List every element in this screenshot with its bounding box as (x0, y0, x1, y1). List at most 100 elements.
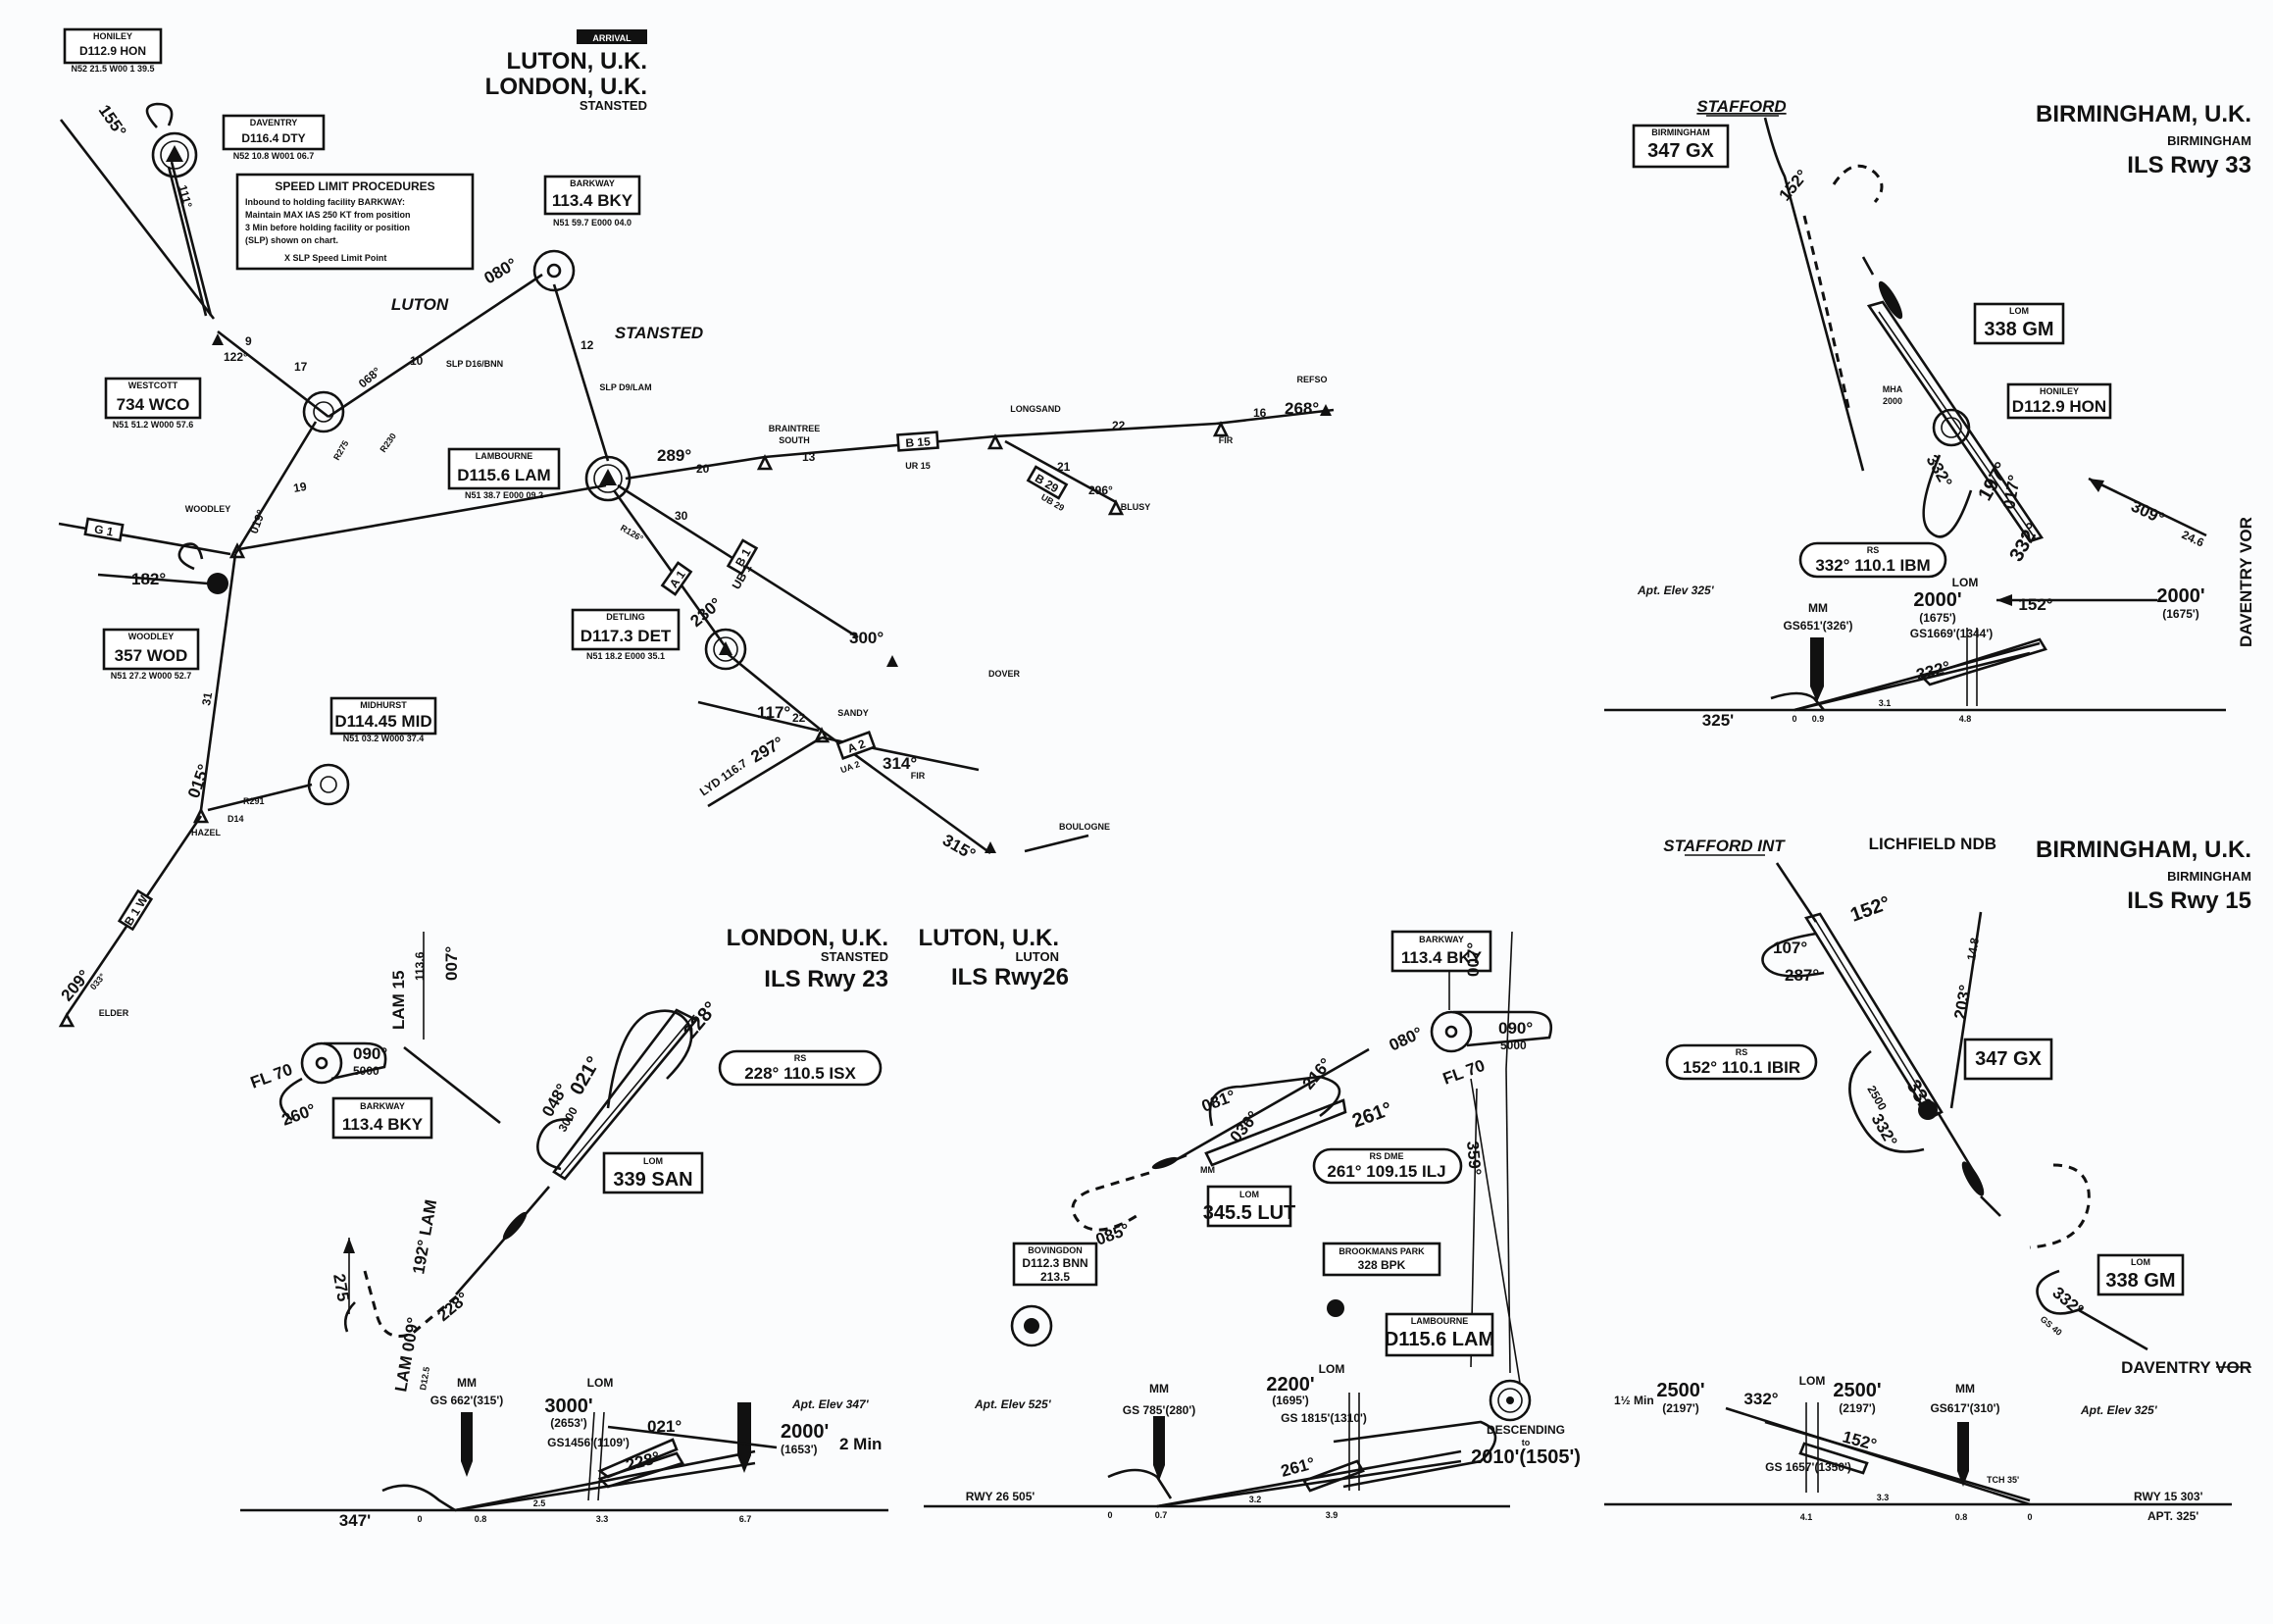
bovingdon-vor-icon (1010, 1304, 1053, 1347)
svg-text:(2653'): (2653') (550, 1416, 587, 1430)
svg-text:2000: 2000 (1883, 396, 1902, 406)
label-fir-1: FIR (1219, 435, 1234, 445)
svg-text:RS: RS (1867, 545, 1880, 555)
braintree-fix-icon (756, 454, 774, 471)
svg-text:Apt. Elev 347': Apt. Elev 347' (791, 1397, 870, 1411)
svg-text:R275: R275 (331, 438, 350, 462)
svg-text:152°: 152° (1841, 1428, 1879, 1455)
svg-text:315°: 315° (939, 831, 979, 864)
svg-text:734 WCO: 734 WCO (117, 395, 190, 414)
luton-barkway-vor-icon (1430, 1010, 1473, 1053)
stansted-title: LONDON, U.K. (727, 925, 888, 951)
svg-text:N51 03.2 W000 37.4: N51 03.2 W000 37.4 (343, 734, 425, 743)
svg-text:RS: RS (1736, 1047, 1748, 1057)
svg-text:107°: 107° (1773, 939, 1807, 957)
brookmans-ndb-icon (1327, 1299, 1344, 1317)
svg-text:LAM 15: LAM 15 (389, 971, 408, 1030)
svg-text:to: to (1522, 1438, 1531, 1447)
svg-text:MM: MM (457, 1376, 477, 1390)
luton-rwy: ILS Rwy26 (951, 964, 1069, 990)
stansted-lom-freq: 339 SAN (613, 1169, 692, 1191)
svg-text:0.9: 0.9 (1812, 714, 1825, 724)
luton-ils-freq: 261° 109.15 ILJ (1327, 1162, 1445, 1181)
luton-subtitle: LUTON (1015, 949, 1059, 964)
bham15-rwy: ILS Rwy 15 (2127, 888, 2251, 914)
svg-text:LOM: LOM (643, 1156, 663, 1166)
luton-lam-freq: D115.6 LAM (1385, 1329, 1494, 1350)
svg-text:D115.6 LAM: D115.6 LAM (457, 466, 550, 484)
woodley-fix-icon (228, 542, 246, 559)
stansted-mm-marker-icon (461, 1412, 473, 1477)
luton-title: LUTON, U.K. (918, 925, 1059, 951)
bham15-lichfield: LICHFIELD NDB (1869, 835, 1996, 853)
svg-text:328 BPK: 328 BPK (1358, 1258, 1406, 1272)
svg-text:LAMBOURNE: LAMBOURNE (476, 451, 533, 461)
svg-text:357 WOD: 357 WOD (115, 646, 188, 665)
svg-text:22: 22 (1112, 419, 1126, 432)
route-b15: B 15 (905, 434, 932, 450)
svg-text:D12.5: D12.5 (418, 1366, 431, 1391)
bham33-title: BIRMINGHAM, U.K. (2036, 101, 2251, 127)
svg-text:RS DME: RS DME (1369, 1151, 1403, 1161)
bham15-gx-freq: 347 GX (1975, 1048, 2042, 1070)
svg-text:GS 785'(280'): GS 785'(280') (1123, 1403, 1195, 1417)
arrival-header: ARRIVAL LUTON, U.K. LONDON, U.K. STANSTE… (485, 29, 647, 113)
svg-text:261°: 261° (1349, 1098, 1394, 1133)
svg-text:DAVENTRY VOR: DAVENTRY VOR (2237, 517, 2255, 647)
route-ua2: UA 2 (839, 759, 861, 775)
svg-text:3.3: 3.3 (596, 1514, 609, 1524)
svg-text:203°: 203° (1950, 984, 1975, 1021)
speed-box-line3: 3 Min before holding facility or positio… (245, 223, 410, 232)
barkway-vor-icon (532, 249, 576, 292)
svg-text:325': 325' (1702, 711, 1734, 730)
svg-text:(1675'): (1675') (1919, 611, 1956, 625)
svg-text:300°: 300° (849, 629, 884, 647)
svg-text:N52 10.8 W001 06.7: N52 10.8 W001 06.7 (233, 151, 315, 161)
svg-text:GS 40: GS 40 (2039, 1314, 2064, 1338)
hazel-fix-icon (192, 807, 210, 824)
svg-text:TCH 35': TCH 35' (1987, 1475, 2019, 1485)
svg-text:228°: 228° (433, 1289, 472, 1325)
svg-text:LOM: LOM (587, 1376, 614, 1390)
longsand-fix-icon (986, 433, 1004, 450)
westcott-fix-icon (212, 333, 224, 345)
svg-text:HONILEY: HONILEY (2040, 386, 2079, 396)
route-ub15: UR 15 (905, 461, 931, 471)
svg-text:GS1456'(1109'): GS1456'(1109') (547, 1436, 630, 1449)
svg-text:(2197'): (2197') (1839, 1401, 1876, 1415)
svg-text:007°: 007° (442, 946, 461, 981)
label-refso: REFSO (1296, 375, 1327, 384)
svg-text:(2197'): (2197') (1662, 1401, 1699, 1415)
svg-text:5000: 5000 (353, 1064, 379, 1078)
svg-text:080°: 080° (1387, 1023, 1426, 1054)
bham33-ils-freq: 332° 110.1 IBM (1815, 556, 1930, 575)
route-designators: G 1 A 1 B 1 UB 1 B 15 UR 15 B 29 UB 29 A… (83, 431, 1069, 932)
enroute-holds (145, 102, 204, 571)
bham33-mm-marker-icon (1810, 637, 1824, 702)
svg-text:17: 17 (294, 360, 308, 374)
svg-text:D112.9 HON: D112.9 HON (79, 44, 146, 58)
label-elder: ELDER (99, 1008, 129, 1018)
luton-bky-freq: 113.4 BKY (1401, 948, 1483, 967)
label-sandy: SANDY (837, 708, 869, 718)
svg-text:155°: 155° (95, 101, 130, 140)
svg-text:BOVINGDON: BOVINGDON (1028, 1245, 1083, 1255)
luton-profile: MM GS 785'(280') LOM 2200' (1695') GS 18… (924, 1362, 1510, 1520)
arrival-badge-bg (577, 29, 647, 44)
dover-fix-icon (886, 655, 898, 667)
svg-text:WOODLEY: WOODLEY (128, 632, 175, 641)
svg-text:MM: MM (1808, 601, 1828, 615)
bham33-subtitle: BIRMINGHAM (2167, 133, 2251, 148)
svg-text:090°: 090° (353, 1044, 387, 1063)
svg-text:347': 347' (339, 1511, 371, 1530)
svg-text:R230: R230 (378, 431, 398, 454)
svg-text:6.7: 6.7 (739, 1514, 752, 1524)
arrival-title-luton: LUTON, U.K. (506, 48, 647, 75)
svg-text:LOM: LOM (2131, 1257, 2150, 1267)
svg-text:152°: 152° (1776, 166, 1812, 204)
svg-text:BARKWAY: BARKWAY (1419, 935, 1464, 944)
woodley-box: WOODLEY 357 WOD N51 27.2 W000 52.7 (102, 628, 200, 681)
lambourne-box: LAMBOURNE D115.6 LAM N51 38.7 E000 09.2 (447, 447, 561, 500)
svg-text:BARKWAY: BARKWAY (570, 178, 615, 188)
arrival-badge: ARRIVAL (592, 33, 631, 43)
